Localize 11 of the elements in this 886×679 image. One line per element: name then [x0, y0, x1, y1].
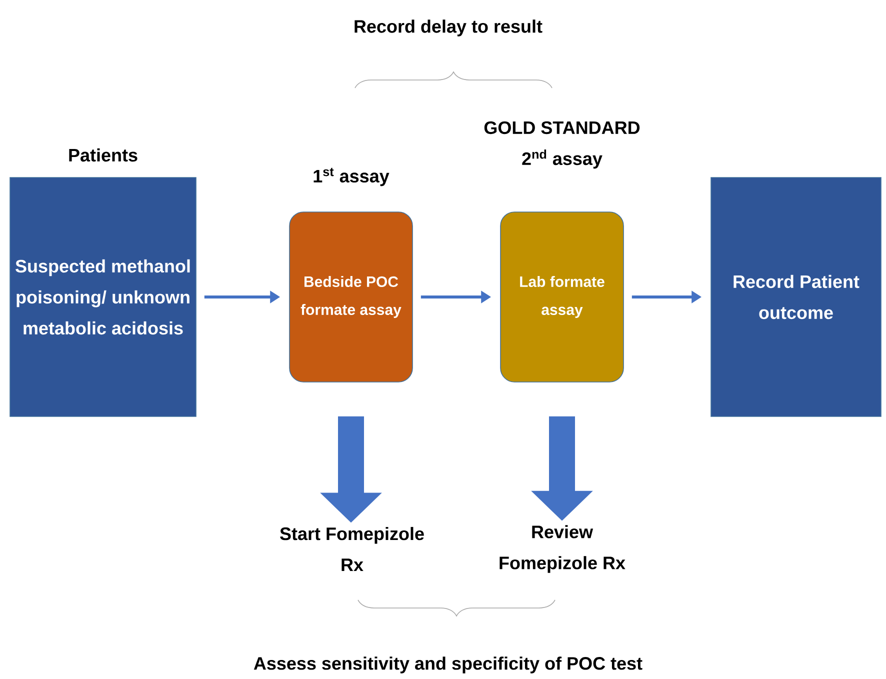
- info-box: Suspected methanol poisoning/ unknown metabolic acidosis: [10, 177, 196, 417]
- info-box: Record Patient outcome: [710, 177, 882, 417]
- process-box: Lab formate assay: [500, 212, 624, 382]
- outcome-text: Review Fomepizole Rx: [500, 525, 626, 573]
- heading: 1$^{st}$ assay: [314, 168, 390, 186]
- caption-text: Record delay to result: [354, 20, 542, 36]
- heading: Patients: [69, 148, 138, 162]
- process-box: Bedside POC formate assay: [289, 212, 413, 382]
- heading: GOLD STANDARD 2$^{nd}$ assay: [484, 121, 640, 169]
- caption-text: Assess sensitivity and specificity of POC test: [254, 656, 642, 674]
- outcome-text: Start Fomepizole Rx: [280, 526, 424, 571]
